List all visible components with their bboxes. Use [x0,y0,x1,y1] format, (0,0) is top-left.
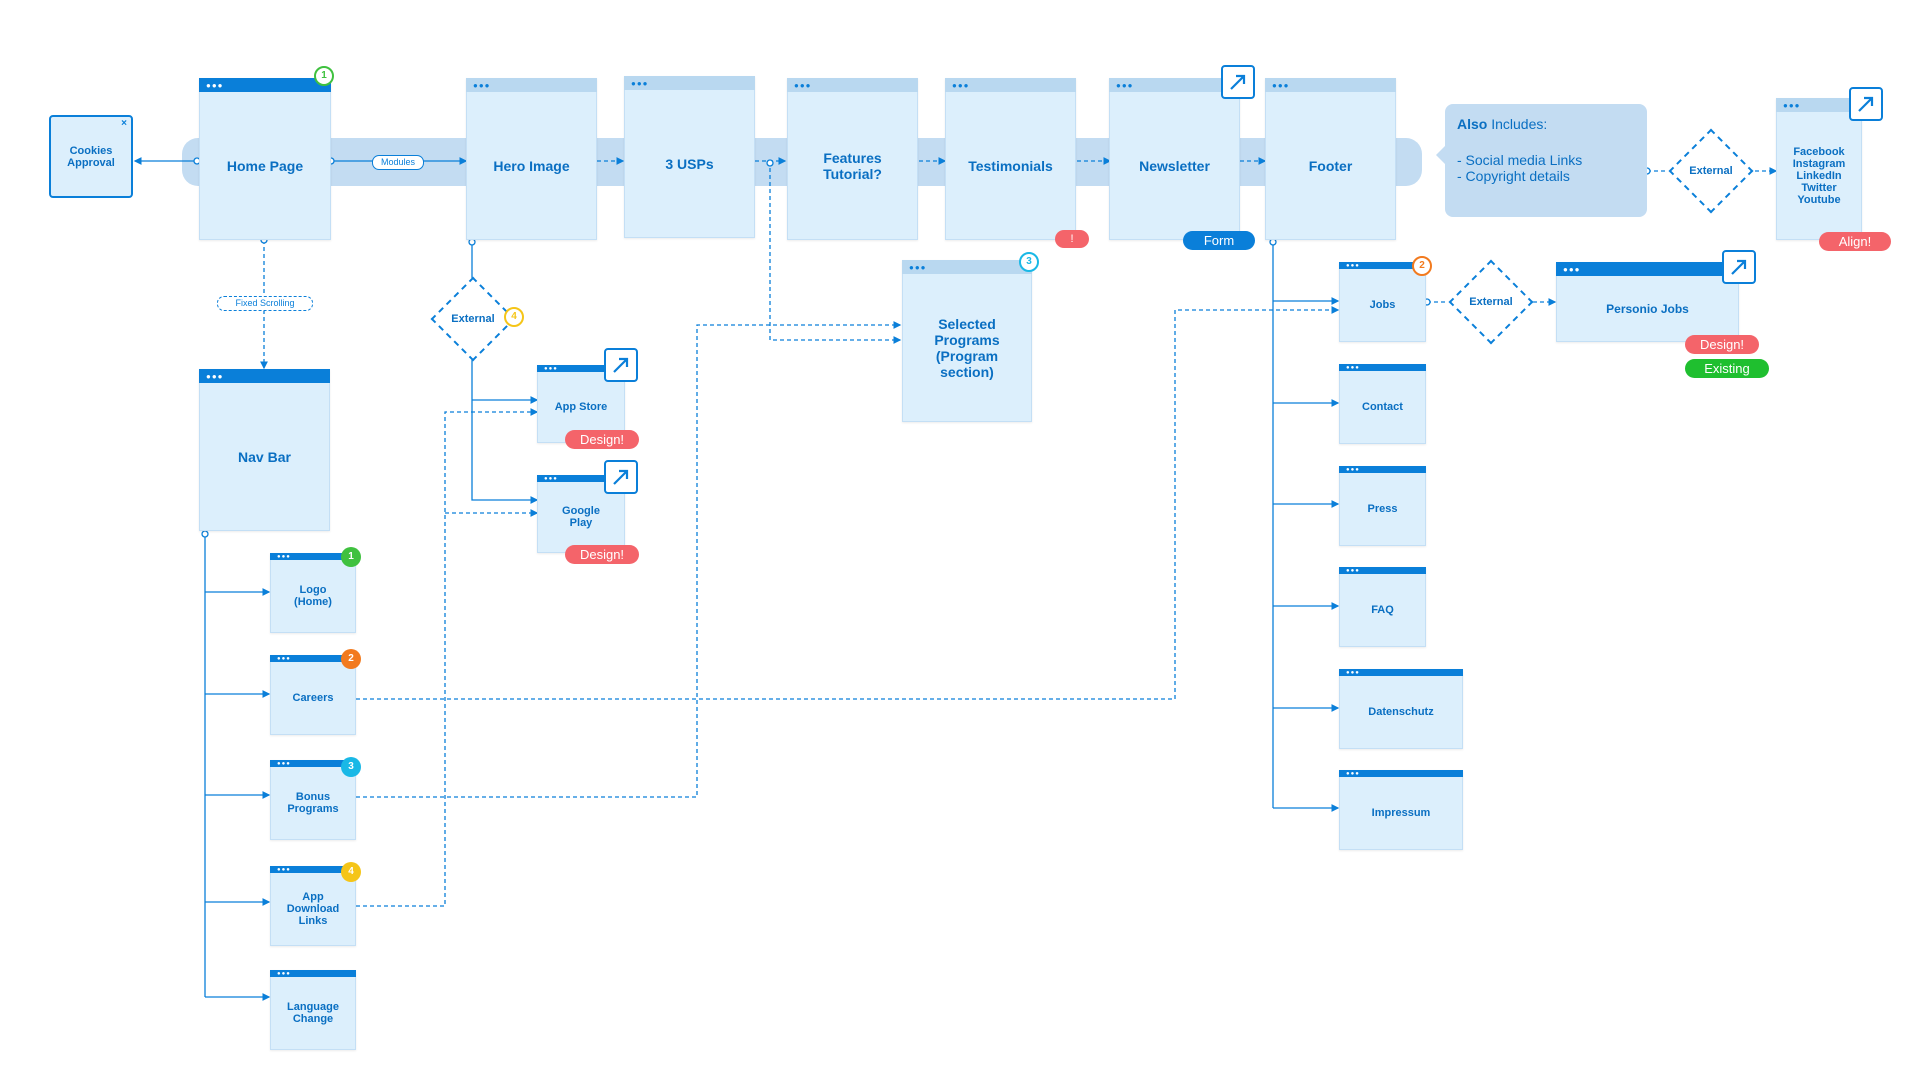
footer-node[interactable]: ●●● Footer [1265,78,1396,240]
nav-bar-label: Nav Bar [238,449,291,465]
personio-design-badge: Design! [1685,335,1759,354]
app-store-design-badge: Design! [565,430,639,449]
also-includes-title-rest: Includes: [1487,116,1548,132]
nav-item-label: App Download Links [286,891,340,927]
footer-item-datenschutz[interactable]: ●●● Datenschutz [1339,669,1463,749]
also-includes-title: Also [1457,116,1488,132]
footer-item-label: Datenschutz [1368,706,1434,718]
features-tutorial-label: Features Tutorial? [823,150,882,182]
cookies-approval-label: Cookies Approval [67,144,115,169]
testimonials-warning-badge: ! [1055,230,1089,248]
selected-programs-number-badge: 3 [1019,252,1039,272]
footer-item-label: Contact [1362,401,1403,413]
selected-programs-label: Selected Programs (Program section) [934,316,1000,380]
close-icon: × [121,118,127,129]
apps-number-badge: 4 [504,307,524,327]
nav-item-label: Logo (Home) [294,584,332,608]
external-apps-label: External [451,313,495,325]
nav-item-careers[interactable]: ●●● Careers [270,655,356,735]
footer-item-label: FAQ [1371,604,1394,616]
google-play-design-badge: Design! [565,545,639,564]
also-includes-callout: Also Includes: - Social media Links - Co… [1436,104,1647,217]
home-number-badge: 1 [314,66,334,86]
nav-item-logo[interactable]: ●●● Logo (Home) [270,553,356,633]
arrow-up-right-icon[interactable] [1722,250,1756,284]
cookies-approval-node[interactable]: × Cookies Approval [49,115,133,198]
jobs-number-badge: 2 [1412,256,1432,276]
hero-image-node[interactable]: ●●● Hero Image [466,78,597,240]
modules-tag: Modules [372,155,424,170]
personio-jobs-node[interactable]: ●●● Personio Jobs [1556,262,1739,342]
form-badge: Form [1183,231,1255,250]
fixed-scrolling-tag: Fixed Scrolling [217,296,313,311]
app-store-label: App Store [554,401,608,413]
nav-bar-node[interactable]: ●●● Nav Bar [199,369,330,531]
external-jobs-label: External [1469,296,1513,308]
arrow-up-right-icon[interactable] [604,348,638,382]
footer-item-label: Impressum [1371,807,1431,819]
testimonials-label: Testimonials [968,158,1053,174]
nav-item-label: Language Change [287,1001,339,1025]
align-badge: Align! [1819,232,1891,251]
footer-label: Footer [1308,158,1353,174]
nav-item-language-change[interactable]: ●●● Language Change [270,970,356,1050]
bonus-number-badge: 3 [341,757,361,777]
home-page-label: Home Page [226,158,304,174]
arrow-up-right-icon[interactable] [604,460,638,494]
footer-item-label: Press [1367,503,1398,515]
usps-node[interactable]: ●●● 3 USPs [624,76,755,238]
hero-image-label: Hero Image [493,158,570,174]
footer-item-jobs[interactable]: ●●● Jobs [1339,262,1426,342]
usps-label: 3 USPs [665,156,714,172]
home-page-node[interactable]: ●●● Home Page [199,78,331,240]
google-play-label: Google Play [562,505,600,529]
footer-item-contact[interactable]: ●●● Contact [1339,364,1426,444]
selected-programs-node[interactable]: ●●● Selected Programs (Program section) [902,260,1032,422]
arrow-up-right-icon[interactable] [1849,87,1883,121]
personio-jobs-label: Personio Jobs [1606,302,1689,316]
newsletter-label: Newsletter [1139,158,1210,174]
also-includes-item: - Copyright details [1457,168,1570,184]
personio-existing-badge: Existing [1685,359,1769,378]
footer-item-press[interactable]: ●●● Press [1339,466,1426,546]
social-links-node[interactable]: ●●● Facebook Instagram LinkedIn Twitter … [1776,98,1862,240]
nav-item-label: Bonus Programs [287,791,339,815]
footer-item-faq[interactable]: ●●● FAQ [1339,567,1426,647]
app-download-number-badge: 4 [341,862,361,882]
also-includes-item: - Social media Links [1457,152,1583,168]
nav-item-app-download-links[interactable]: ●●● App Download Links [270,866,356,946]
careers-number-badge: 2 [341,649,361,669]
social-links-label: Facebook Instagram LinkedIn Twitter Yout… [1792,146,1846,206]
features-tutorial-node[interactable]: ●●● Features Tutorial? [787,78,918,240]
logo-number-badge: 1 [341,547,361,567]
external-social-label: External [1689,165,1733,177]
footer-item-impressum[interactable]: ●●● Impressum [1339,770,1463,850]
testimonials-node[interactable]: ●●● Testimonials [945,78,1076,240]
footer-item-label: Jobs [1369,299,1396,311]
arrow-up-right-icon[interactable] [1221,65,1255,99]
newsletter-node[interactable]: ●●● Newsletter [1109,78,1240,240]
nav-item-bonus-programs[interactable]: ●●● Bonus Programs [270,760,356,840]
nav-item-label: Careers [292,692,334,704]
